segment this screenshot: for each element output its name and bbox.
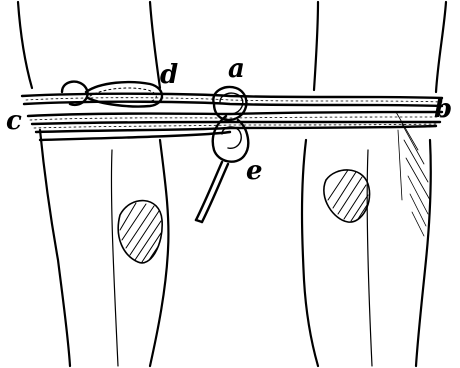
left-kneecap xyxy=(118,201,162,263)
label-b: b xyxy=(434,96,452,122)
label-a: a xyxy=(228,56,245,82)
left-leg xyxy=(18,2,168,366)
label-d: d xyxy=(160,62,178,88)
label-e: e xyxy=(246,158,263,184)
right-leg xyxy=(302,2,446,366)
right-kneecap xyxy=(324,170,370,222)
central-knot-a xyxy=(196,87,248,222)
label-c: c xyxy=(6,108,22,134)
right-leg-shading xyxy=(396,112,430,236)
